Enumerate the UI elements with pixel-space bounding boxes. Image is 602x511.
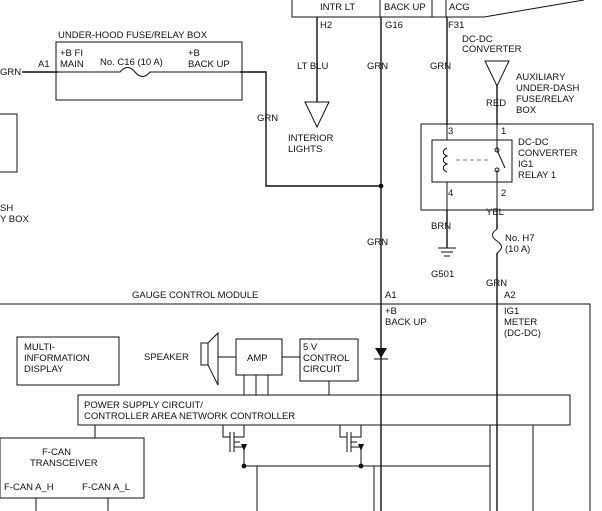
aux-box-label-1: AUXILIARY [516, 72, 566, 83]
diode-symbol [375, 348, 387, 358]
yel-label: YEL [486, 207, 504, 218]
dcdc-converter-label-2: CONVERTER [462, 44, 522, 55]
fuse-h7-label-1: No. H7 [505, 233, 535, 244]
b-fi-label-2: MAIN [60, 59, 84, 70]
relay-pin-4: 4 [448, 188, 453, 199]
relay-label-3: IG1 [518, 159, 533, 170]
gcm-a2-label: A2 [504, 290, 516, 301]
relay-label-1: DC-DC [518, 137, 549, 148]
g16-pin-label: G16 [385, 20, 403, 31]
mid-label-1: MULTI- [24, 342, 55, 353]
red-label: RED [486, 98, 506, 109]
fuse-c16-label: No. C16 (10 A) [100, 57, 163, 68]
relay-pin-2: 2 [501, 188, 506, 199]
dcdc-relay: 3 1 4 2 DC-DC CONVERTER IG1 RELAY 1 [420, 123, 594, 211]
ground-g501: BRN G501 [431, 210, 456, 280]
top-connector: INTR LT BACK UP ACG H2 G16 F31 [291, 0, 585, 31]
aux-box-label-4: BOX [516, 105, 537, 116]
ctrl-label-2: CONTROL [303, 353, 349, 364]
relay-label-4: RELAY 1 [518, 170, 556, 181]
b-fi-label-1: +B FI [60, 48, 83, 59]
brn-label: BRN [431, 221, 451, 232]
dcdc-converter-label-1: DC-DC [462, 34, 493, 45]
gcm-title: GAUGE CONTROL MODULE [132, 290, 258, 301]
gcm-a1-label: A1 [385, 290, 397, 301]
speaker-icon [200, 331, 219, 386]
fuse-box-title: UNDER-HOOD FUSE/RELAY BOX [58, 30, 208, 41]
gcm-backup-label-1: +B [385, 306, 397, 317]
mosfet-left [222, 425, 247, 466]
fuse-c16-symbol [58, 67, 240, 77]
fcan-label-2: TRANSCEIVER [30, 458, 98, 469]
aux-box-label-3: FUSE/RELAY [516, 94, 575, 105]
left-box-label-1: SH [0, 203, 13, 214]
aux-box-label-2: UNDER-DASH [516, 83, 579, 94]
gcm-ig1-label-3: (DC-DC) [504, 328, 541, 339]
grn-fuse-label: GRN [486, 278, 507, 289]
f31-pin-label: F31 [448, 20, 464, 31]
fuse-h7-label-2: (10 A) [505, 244, 530, 255]
psc-label-2: CONTROLLER AREA NETWORK CONTROLLER [84, 411, 295, 422]
under-hood-fuse-box: UNDER-HOOD FUSE/RELAY BOX A1 GRN +B FI M… [0, 30, 243, 101]
mid-label-2: INFORMATION [24, 353, 90, 364]
h2-pin-label: H2 [320, 20, 332, 31]
mosfet-right [339, 425, 364, 466]
fcan-label-1: F-CAN [42, 447, 71, 458]
gcm-backup-label-2: BACK UP [385, 317, 427, 328]
fuse-h7-circuit: YEL No. H7 (10 A) GRN [486, 207, 535, 511]
grn-mid-label: GRN [367, 237, 388, 248]
intr-lt-label: INTR LT [320, 2, 355, 13]
acg-label: ACG [449, 2, 470, 13]
gcm-ig1-label-1: IG1 [504, 306, 519, 317]
relay-label-2: CONVERTER [518, 148, 578, 159]
psc-label-1: POWER SUPPLY CIRCUIT/ [84, 400, 203, 411]
left-partial-box: SH Y BOX [0, 113, 30, 225]
relay-pin-1: 1 [501, 126, 506, 137]
a1-fuse-pin-label: A1 [38, 59, 50, 70]
grn-left-label: GRN [0, 67, 21, 78]
lt-blu-label: LT BLU [297, 61, 328, 72]
relay-pin-3: 3 [448, 126, 453, 137]
g501-label: G501 [431, 269, 454, 280]
fuse-h7-symbol [492, 228, 502, 254]
b-backup-fuse-label-1: +B [188, 48, 200, 59]
gcm-ig1-label-2: METER [504, 317, 537, 328]
speaker-label: SPEAKER [144, 352, 189, 363]
interior-lights-circuit: LT BLU INTERIOR LIGHTS [288, 17, 334, 155]
back-up-top-label: BACK UP [384, 2, 426, 13]
grn-label-1: GRN [367, 61, 388, 72]
b-backup-fuse-label-2: BACK UP [188, 59, 230, 70]
fcan-l-label: F-CAN A_L [82, 482, 130, 493]
interior-lights-label-2: LIGHTS [288, 144, 322, 155]
ctrl-label-1: 5 V [303, 342, 318, 353]
grn-interior-label: GRN [257, 113, 278, 124]
gauge-control-module: GAUGE CONTROL MODULE A1 A2 +B BACK UP IG… [0, 290, 591, 511]
dcdc-converter: DC-DC CONVERTER RED AUXILIARY UNDER-DASH… [462, 34, 579, 125]
grn-label-2: GRN [430, 61, 451, 72]
left-box-label-2: Y BOX [0, 214, 30, 225]
mid-label-3: DISPLAY [24, 364, 64, 375]
interior-lights-label-1: INTERIOR [288, 133, 334, 144]
amp-label: AMP [247, 353, 268, 364]
ctrl-label-3: CIRCUIT [303, 364, 342, 375]
fcan-h-label: F-CAN A_H [4, 482, 54, 493]
